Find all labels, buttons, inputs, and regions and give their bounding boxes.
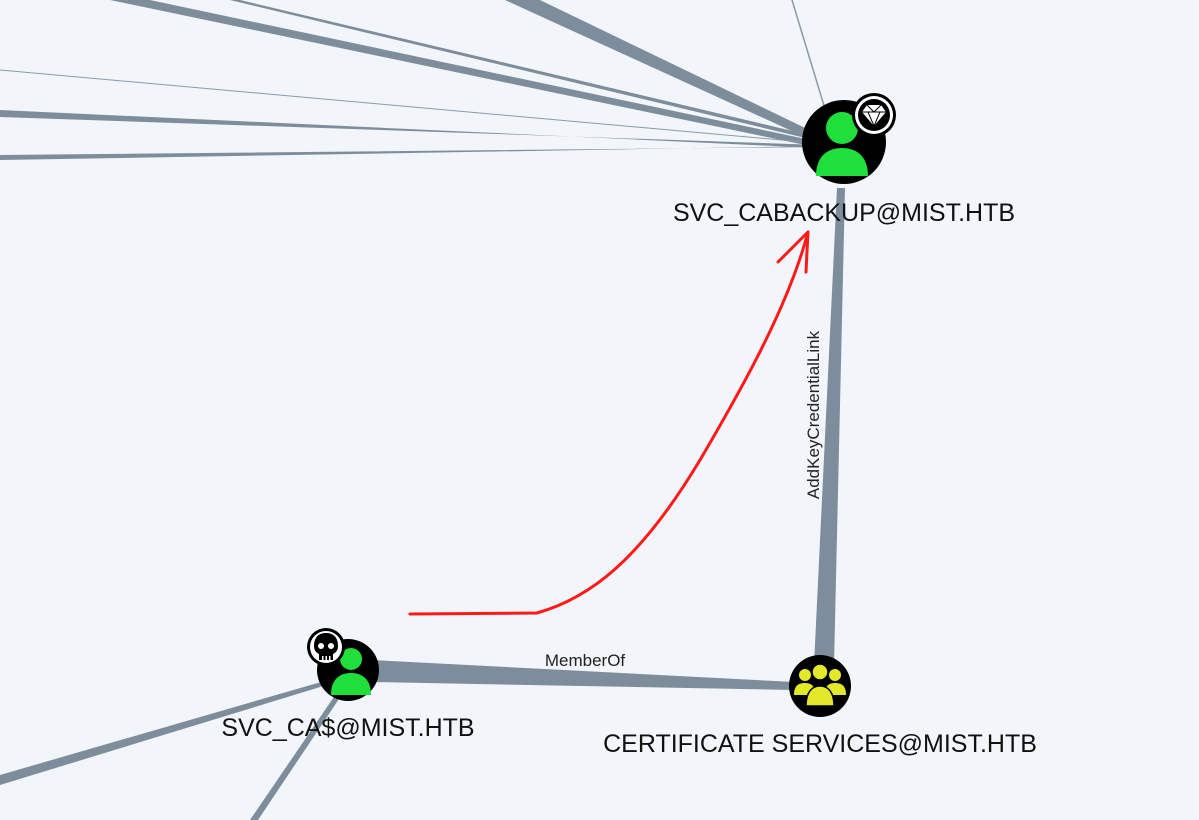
group-icon (794, 663, 846, 707)
annotation-arrowhead (776, 230, 810, 274)
bg-edge (505, 0, 830, 143)
bg-edge (230, 0, 822, 141)
node-certificate-services-label: CERTIFICATE SERVICES@MIST.HTB (603, 730, 1037, 758)
annotation-arrow-stroke (408, 230, 810, 616)
background-edges (0, 0, 833, 820)
node-svc-ca-label: SVC_CA$@MIST.HTB (221, 714, 474, 742)
user-icon (331, 648, 371, 695)
skull-icon (307, 628, 345, 666)
edge-memberof-label: MemberOf (545, 651, 626, 670)
edge-addkeycredentiallink-line (814, 188, 845, 665)
node-svc-cabackup-label: SVC_CABACKUP@MIST.HTB (673, 199, 1015, 227)
edge-addkeycredentiallink[interactable]: AddKeyCredentialLink (804, 188, 845, 665)
bg-edge (0, 69, 816, 144)
bg-edge (110, 0, 820, 146)
edge-addkeycredentiallink-label: AddKeyCredentialLink (804, 330, 823, 499)
bg-edge (0, 110, 820, 148)
edge-memberof[interactable]: MemberOf (372, 651, 794, 690)
edge-memberof-line (372, 660, 794, 690)
node-svc-cabackup[interactable]: SVC_CABACKUP@MIST.HTB (673, 93, 1015, 227)
diamond-icon (852, 93, 896, 137)
annotation-arrow (408, 230, 810, 616)
bg-edge (0, 680, 330, 785)
bg-edge (250, 688, 345, 820)
user-icon (816, 112, 868, 176)
node-certificate-services[interactable]: CERTIFICATE SERVICES@MIST.HTB (603, 655, 1037, 758)
bg-edge (0, 146, 820, 160)
node-svc-ca[interactable]: SVC_CA$@MIST.HTB (221, 628, 475, 742)
